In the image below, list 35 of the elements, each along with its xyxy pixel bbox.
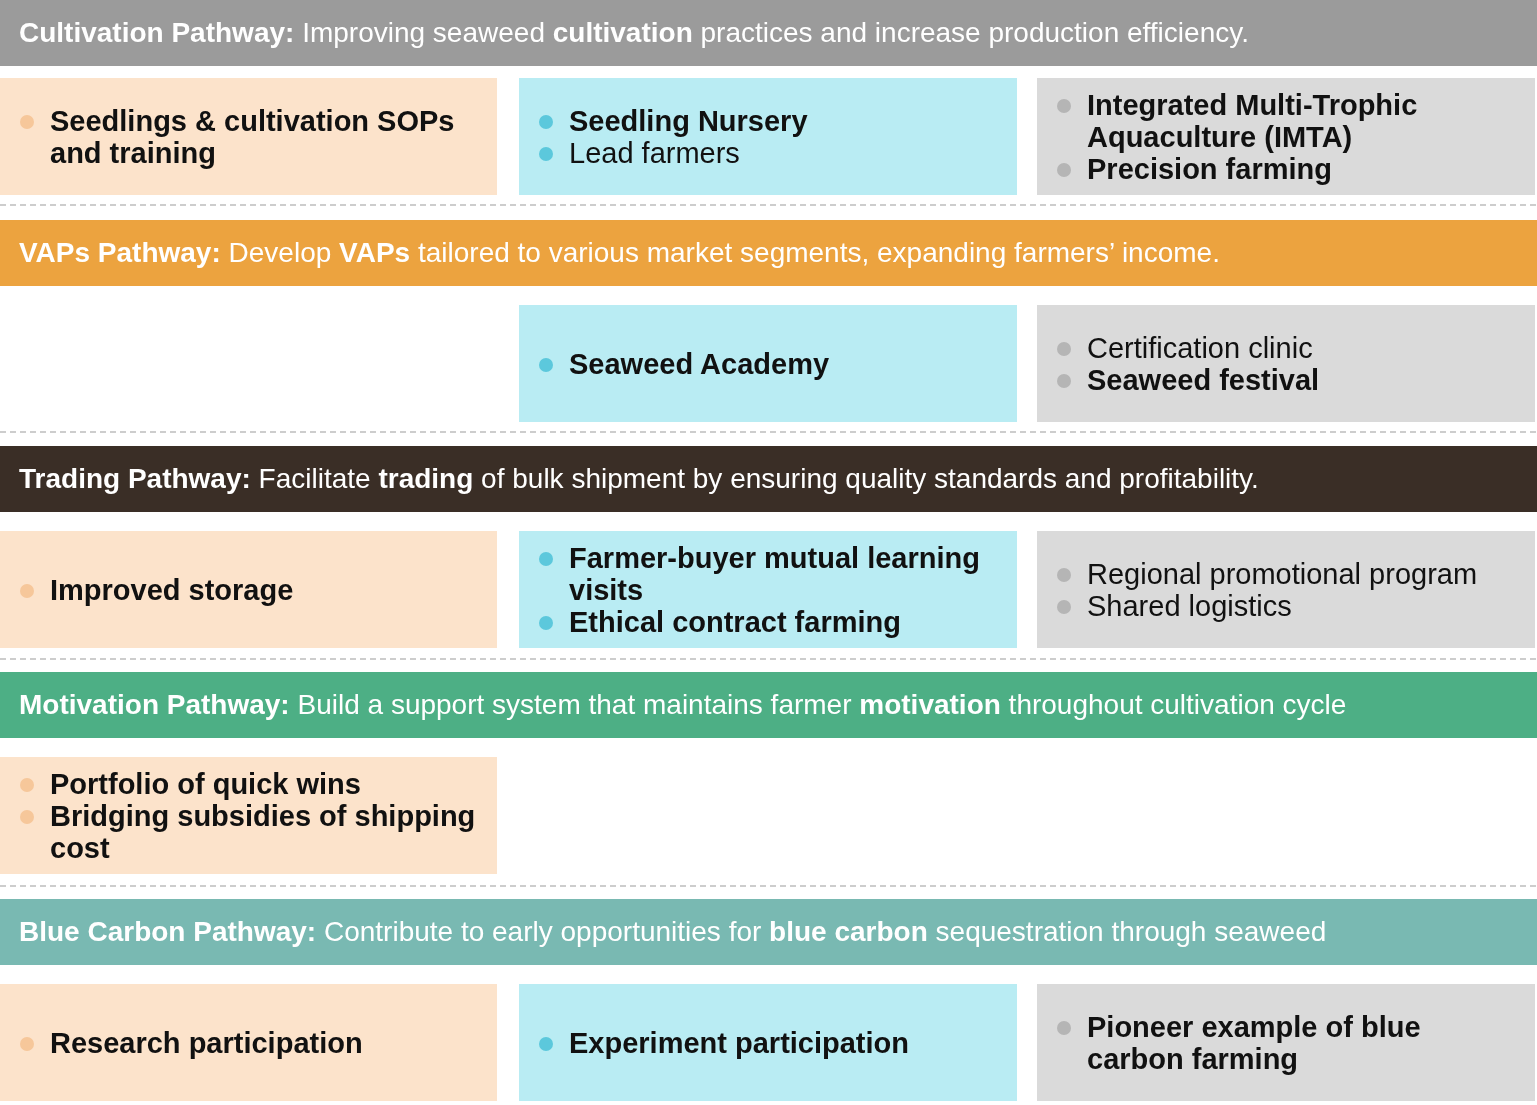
list-item-text: Bridging subsidies of shipping cost <box>50 799 477 864</box>
list-item-text: Certification clinic <box>1087 331 1313 364</box>
list-item-text: Lead farmers <box>569 136 740 169</box>
list-item-text: Seedlings & cultivation SOPs and training <box>50 104 456 169</box>
list-item-text: Seedling Nursery <box>569 104 808 137</box>
pathway-banner: Trading Pathway: Facilitate trading of bulk shipment by ensuring quality standards and profitability. <box>0 446 1537 512</box>
pathway-banner: Motivation Pathway: Build a support system that maintains farmer motivation throughout cultivation cycle <box>0 672 1537 738</box>
activity-card <box>519 984 1017 1101</box>
activity-card <box>1037 78 1535 195</box>
activity-card <box>0 984 497 1101</box>
list-item-text: Experiment participation <box>569 1026 909 1059</box>
list-item-text: Portfolio of quick wins <box>50 767 361 800</box>
list-item-text: Regional promotional program <box>1087 557 1478 590</box>
list-item-text: Ethical contract farming <box>569 605 901 638</box>
activity-card <box>519 531 1017 648</box>
activity-card <box>1037 305 1535 422</box>
activity-card <box>0 757 497 874</box>
list-item-text: Precision farming <box>1087 152 1332 185</box>
list-item-text: Pioneer example of blue carbon farming <box>1087 1010 1422 1075</box>
activity-card <box>0 78 497 195</box>
list-item-text: Seaweed festival <box>1087 363 1320 396</box>
list-item-text: Research participation <box>50 1026 363 1059</box>
activity-card <box>0 531 497 648</box>
pathway-banner: Cultivation Pathway: Improving seaweed cultivation practices and increase production efficiency. <box>0 0 1537 66</box>
activity-card <box>519 305 1017 422</box>
activity-card <box>1037 984 1535 1101</box>
pathway-banner: Blue Carbon Pathway: Contribute to early opportunities for blue carbon sequestration through seaweed <box>0 899 1537 965</box>
list-item-text: Integrated Multi-Trophic Aquaculture (IMTA) <box>1087 88 1419 153</box>
activity-card <box>519 78 1017 195</box>
list-item-text: Farmer-buyer mutual learning visits <box>569 541 981 606</box>
activity-card <box>1037 531 1535 648</box>
list-item-text: Shared logistics <box>1087 589 1292 622</box>
list-item-text: Seaweed Academy <box>569 347 830 380</box>
list-item-text: Improved storage <box>50 573 294 606</box>
pathway-banner: VAPs Pathway: Develop VAPs tailored to various market segments, expanding farmers’ income. <box>0 220 1537 286</box>
